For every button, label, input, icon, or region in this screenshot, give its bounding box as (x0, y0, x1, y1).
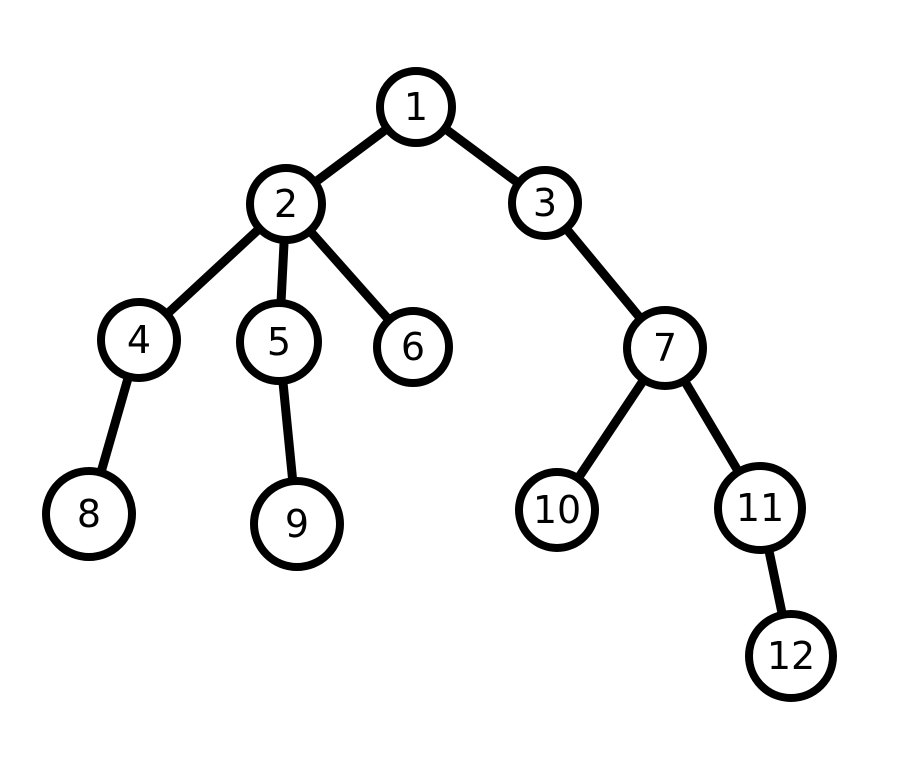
node-8: 8 (42, 467, 136, 561)
node-circle (373, 307, 453, 387)
node-9: 9 (250, 477, 344, 571)
node-label: 2 (274, 182, 298, 226)
node-6: 6 (373, 307, 453, 387)
node-7: 7 (623, 306, 707, 390)
node-4: 4 (97, 298, 181, 382)
node-label: 6 (401, 325, 425, 369)
node-circle (250, 477, 344, 571)
node-circle (236, 299, 322, 385)
node-1: 1 (376, 67, 456, 147)
node-circle (376, 67, 456, 147)
node-12: 12 (745, 610, 837, 702)
node-label: 7 (653, 326, 677, 370)
node-5: 5 (236, 299, 322, 385)
node-label: 9 (285, 502, 309, 546)
node-3: 3 (508, 166, 582, 240)
node-circle (508, 166, 582, 240)
node-2: 2 (246, 164, 326, 244)
node-label: 10 (533, 488, 581, 532)
node-circle (515, 468, 599, 552)
node-label: 5 (267, 320, 291, 364)
node-label: 4 (127, 318, 151, 362)
node-label: 12 (767, 634, 815, 678)
node-circle (42, 467, 136, 561)
node-label: 3 (533, 181, 557, 225)
node-circle (97, 298, 181, 382)
node-label: 11 (736, 486, 784, 530)
node-circle (714, 462, 806, 554)
node-label: 1 (404, 85, 428, 129)
node-circle (246, 164, 326, 244)
node-circle (623, 306, 707, 390)
node-10: 10 (515, 468, 599, 552)
node-11: 11 (714, 462, 806, 554)
node-label: 8 (77, 492, 101, 536)
node-circle (745, 610, 837, 702)
